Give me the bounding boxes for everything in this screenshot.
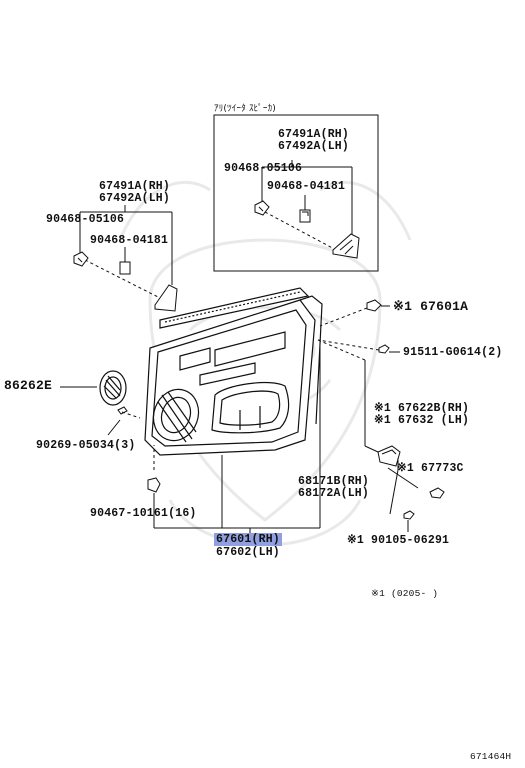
clip-67601a-icon	[319, 299, 390, 327]
label-67602-lh: 67602(LH)	[216, 546, 280, 559]
main-clip-icon	[73, 251, 89, 267]
main-cover-leaders	[79, 205, 173, 299]
inset-frame	[213, 114, 379, 272]
label-inset-90468-05106: 90468-05106	[224, 162, 303, 175]
label-67492a: 67492A(LH)	[99, 192, 171, 205]
main-nut-icon	[119, 261, 131, 275]
label-68172a: 68172A(LH)	[298, 487, 370, 500]
label-67491a: 67491A(RH)	[99, 180, 171, 193]
label-90269-05034: 90269-05034(3)	[36, 439, 136, 452]
bracket-67773c-icon	[429, 487, 445, 499]
inset-clip-icon	[254, 200, 270, 216]
label-67601a: ※1 67601A	[393, 299, 469, 314]
label-inset-67492a: 67492A(LH)	[278, 140, 350, 153]
label-90468-04181: 90468-04181	[90, 234, 169, 247]
bolt-91511-icon	[317, 339, 400, 354]
label-90467-10161: 90467-10161(16)	[90, 507, 197, 520]
speaker-grille-icon	[99, 370, 127, 406]
diagram-id: 671464H	[470, 751, 512, 762]
label-68171b: 68171B(RH)	[298, 475, 370, 488]
inset-nut-icon	[299, 209, 311, 223]
label-90468-05106: 90468-05106	[46, 213, 125, 226]
production-note: ※1 (0205- )	[371, 588, 439, 599]
highlighted-part-number[interactable]: 67601(RH)	[214, 533, 282, 546]
inset-title: ｱﾘ(ﾂｲｰﾀ ｽﾋﾟｰｶ)	[214, 104, 276, 114]
inside-handle-icon	[317, 339, 419, 515]
label-91511-g0614: 91511-G0614(2)	[403, 346, 503, 359]
screw-90105-icon	[403, 510, 415, 532]
clip-90467-icon	[147, 445, 161, 493]
assembly-bracket-lines	[153, 346, 321, 535]
label-67622b: ※1 67622B(RH)	[374, 402, 470, 415]
label-86262e: 86262E	[4, 378, 53, 393]
label-67601-rh[interactable]: 67601(RH)	[214, 533, 282, 546]
label-67773c: ※1 67773C	[397, 462, 464, 475]
label-inset-90468-04181: 90468-04181	[267, 180, 346, 193]
label-inset-67491a: 67491A(RH)	[278, 128, 350, 141]
screws	[107, 406, 141, 436]
label-67632: ※1 67632 (LH)	[374, 414, 470, 427]
main-corner-cover-icon	[154, 284, 178, 312]
inset-leaders	[261, 160, 353, 253]
label-90105-06291: ※1 90105-06291	[347, 534, 450, 547]
inset-tweeter-cover-icon	[332, 233, 360, 259]
door-trim-panel	[144, 287, 323, 456]
